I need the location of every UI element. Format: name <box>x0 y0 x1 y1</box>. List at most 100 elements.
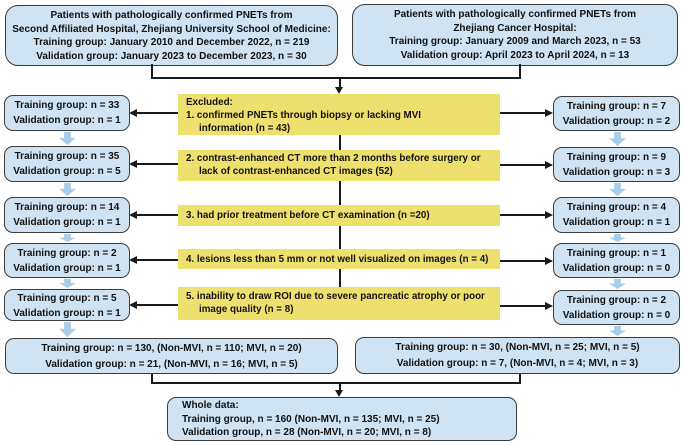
flow-arrow-right-5-icon <box>609 326 626 336</box>
arrowhead-left-2-icon <box>129 160 137 168</box>
connector-excluded4-right <box>500 260 545 262</box>
summary-right-validation: Validation group: n = 7, (Non-MVI, n = 4… <box>396 357 639 369</box>
right-count-box-3: Training group: n = 4 Validation group: … <box>553 197 680 233</box>
connector-excluded2-left <box>137 163 178 165</box>
arrowhead-right-1-icon <box>545 109 553 117</box>
excluded-2-text-cont: lack of contrast-enhanced CT images (52) <box>199 166 393 177</box>
connector-top-center-vertical <box>339 77 341 88</box>
excluded-header: Excluded: <box>186 97 233 108</box>
flow-arrow-left-2-icon <box>59 183 76 196</box>
arrowhead-left-5-icon <box>129 301 137 309</box>
left-5-validation: Validation group: n = 1 <box>13 308 121 319</box>
left-5-training: Training group: n = 5 <box>17 293 117 304</box>
connector-excluded5-right <box>500 305 545 307</box>
flow-arrow-left-3-icon <box>59 234 76 242</box>
source-box-2-line-3: Training group: January 2009 and March 2… <box>389 36 641 48</box>
connector-summaryright-vertical <box>519 374 521 384</box>
connector-excluded1-right <box>500 112 545 114</box>
arrowhead-down-into-whole-icon <box>335 390 343 397</box>
connector-excluded5-left <box>137 304 178 306</box>
excluded-3-text: 3. had prior treatment before CT examina… <box>186 210 430 221</box>
connector-excluded3-right <box>500 214 545 216</box>
arrowhead-down-into-excluded-icon <box>335 87 343 94</box>
connector-excluded-3-4 <box>339 226 341 249</box>
connector-topright-vertical <box>519 64 521 78</box>
connector-topleft-vertical <box>151 64 153 78</box>
summary-right-training: Training group: n = 30, (Non-MVI, n = 25… <box>395 342 640 353</box>
summary-box-hospital-1: Training group: n = 130, (Non-MVI, n = 1… <box>5 338 338 374</box>
excluded-1-text: 1. confirmed PNETs through biopsy or lac… <box>186 110 421 121</box>
excluded-5-text-cont: image quality (n = 8) <box>199 304 294 315</box>
source-box-1-line-1: Patients with pathologically confirmed P… <box>50 10 293 21</box>
right-5-training: Training group: n = 2 <box>566 295 667 306</box>
left-2-training: Training group: n = 35 <box>14 151 120 162</box>
right-count-box-5: Training group: n = 2 Validation group: … <box>553 290 680 325</box>
excluded-box-4: 4. lesions less than 5 mm or not well vi… <box>178 249 500 269</box>
arrowhead-left-3-icon <box>129 211 137 219</box>
connector-summaryleft-vertical <box>151 374 153 384</box>
flow-arrow-right-4-icon <box>609 279 626 289</box>
flow-arrow-right-2-icon <box>609 183 626 196</box>
right-2-training: Training group: n = 9 <box>566 152 667 163</box>
left-2-validation: Validation group: n = 5 <box>13 166 121 177</box>
left-3-training: Training group: n = 14 <box>14 202 120 213</box>
arrowhead-right-2-icon <box>545 161 553 169</box>
flow-arrow-left-4-icon <box>59 279 76 288</box>
connector-excluded4-left <box>137 259 178 261</box>
excluded-box-1: Excluded: 1. confirmed PNETs through bio… <box>178 94 500 135</box>
connector-excluded-2-3 <box>339 181 341 205</box>
arrowhead-right-4-icon <box>545 257 553 265</box>
whole-data-validation: Validation group, n = 28 (Non-MVI, n = 2… <box>182 427 432 439</box>
excluded-box-5: 5. inability to draw ROI due to severe p… <box>178 287 500 320</box>
left-1-training: Training group: n = 33 <box>14 100 120 111</box>
whole-data-header: Whole data: <box>182 400 239 411</box>
left-1-validation: Validation group: n = 1 <box>13 115 121 126</box>
flow-arrow-right-1-icon <box>609 132 626 146</box>
left-4-training: Training group: n = 2 <box>17 248 117 259</box>
right-4-validation: Validation group: n = 0 <box>562 263 671 274</box>
summary-box-hospital-2: Training group: n = 30, (Non-MVI, n = 25… <box>355 337 680 374</box>
flow-arrow-left-1-icon <box>59 132 76 145</box>
source-box-1-line-4: Validation group: January 2023 to Decemb… <box>36 50 307 62</box>
summary-left-validation: Validation group: n = 21, (Non-MVI, n = … <box>45 358 298 370</box>
right-3-training: Training group: n = 4 <box>566 202 667 213</box>
right-5-validation: Validation group: n = 0 <box>562 310 671 321</box>
connector-excluded2-right <box>500 164 545 166</box>
left-count-box-3: Training group: n = 14 Validation group:… <box>4 197 130 233</box>
left-count-box-5: Training group: n = 5 Validation group: … <box>4 289 130 321</box>
flow-arrow-left-5-icon <box>59 322 76 337</box>
right-4-training: Training group: n = 1 <box>566 248 667 259</box>
excluded-4-text: 4. lesions less than 5 mm or not well vi… <box>186 254 489 265</box>
left-4-validation: Validation group: n = 1 <box>13 263 121 274</box>
connector-bottom-center-vertical <box>339 382 341 391</box>
excluded-5-text: 5. inability to draw ROI due to severe p… <box>186 291 485 302</box>
source-box-hospital-2: Patients with pathologically confirmed P… <box>352 4 678 66</box>
whole-data-box: Whole data: Training group, n = 160 (Non… <box>167 397 517 441</box>
excluded-box-2: 2. contrast-enhanced CT more than 2 mont… <box>178 150 500 181</box>
summary-left-training: Training group: n = 130, (Non-MVI, n = 1… <box>41 343 302 354</box>
connector-top-horizontal <box>151 77 521 79</box>
arrowhead-left-1-icon <box>129 109 137 117</box>
right-1-training: Training group: n = 7 <box>566 101 667 112</box>
left-3-validation: Validation group: n = 1 <box>13 217 121 228</box>
excluded-1-text-cont: information (n = 43) <box>199 123 291 134</box>
excluded-2-text: 2. contrast-enhanced CT more than 2 mont… <box>186 153 481 164</box>
source-box-2-line-2: Zhejiang Cancer Hospital: <box>453 22 577 34</box>
left-count-box-2: Training group: n = 35 Validation group:… <box>4 146 130 182</box>
right-3-validation: Validation group: n = 1 <box>562 217 671 228</box>
whole-data-training: Training group, n = 160 (Non-MVI, n = 13… <box>182 413 440 425</box>
left-count-box-4: Training group: n = 2 Validation group: … <box>4 243 130 278</box>
connector-excluded-1-2 <box>339 135 341 150</box>
connector-excluded-4-5 <box>339 269 341 287</box>
source-box-2-line-1: Patients with pathologically confirmed P… <box>393 9 637 20</box>
right-count-box-1: Training group: n = 7 Validation group: … <box>553 96 680 131</box>
source-box-1-line-3: Training group: January 2010 and Decembe… <box>33 37 310 49</box>
arrowhead-right-5-icon <box>545 302 553 310</box>
right-2-validation: Validation group: n = 3 <box>562 167 671 178</box>
flow-arrow-right-3-icon <box>609 234 626 242</box>
connector-bottom-horizontal <box>151 382 521 384</box>
right-count-box-4: Training group: n = 1 Validation group: … <box>553 243 680 278</box>
arrowhead-right-3-icon <box>545 211 553 219</box>
left-count-box-1: Training group: n = 33 Validation group:… <box>4 95 130 131</box>
